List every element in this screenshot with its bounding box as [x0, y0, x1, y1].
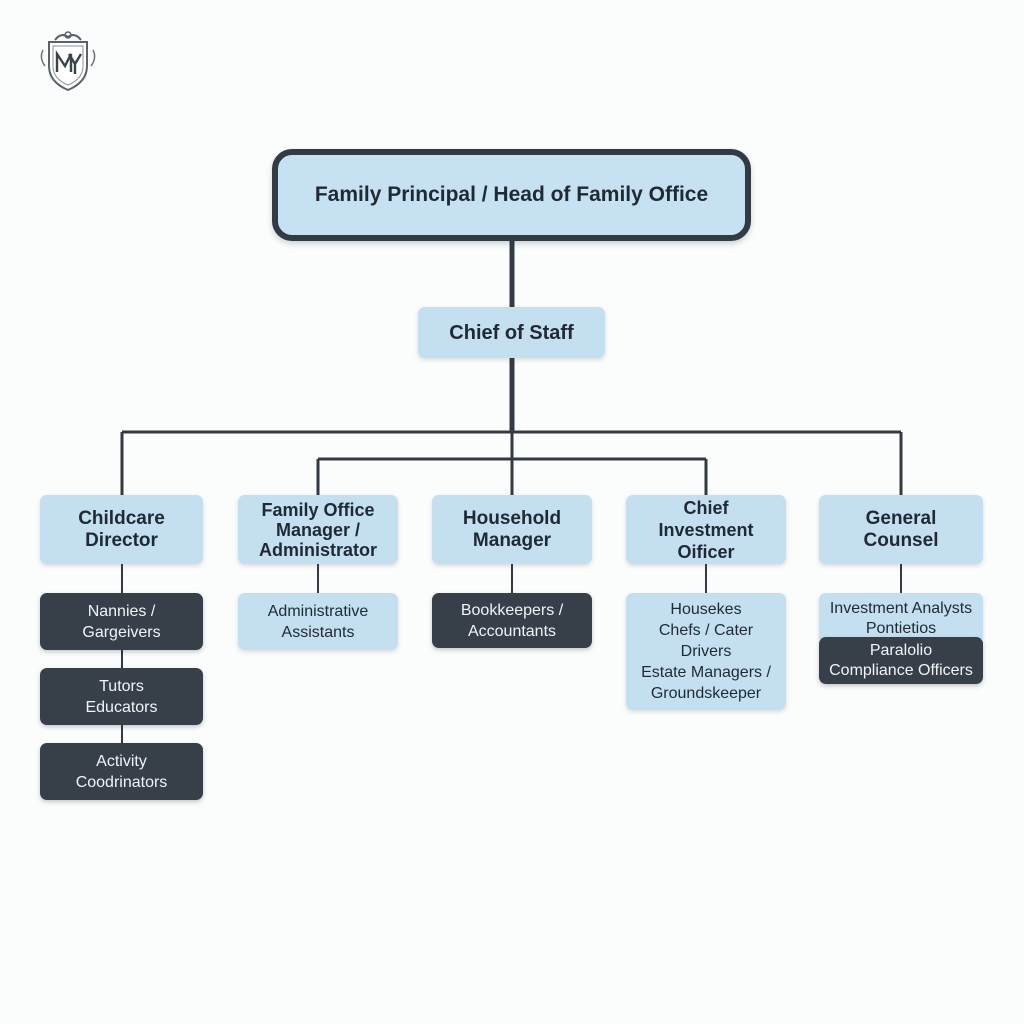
nannies-label-line1: Nannies / [87, 602, 156, 620]
household-staff-line3: Drivers [680, 643, 732, 660]
investment-analysts-label-line1: Investment Analysts [829, 600, 973, 617]
compliance-label-line1: Paralolio [869, 641, 933, 659]
admin-assistants-label-line1: Administrative [267, 602, 369, 620]
household-staff-node: Housekes Chefs / Cater Drivers Estate Ma… [626, 593, 786, 710]
admin-assistants-label-line2: Assistants [281, 623, 355, 641]
chief-of-staff-node: Chief of Staff [418, 307, 605, 358]
tutors-educators-node: Tutors Educators [40, 668, 203, 725]
family-principal-label: Family Principal / Head of Family Office [314, 183, 709, 206]
nannies-label-line2: Gargeivers [82, 623, 161, 641]
household-manager-label-line2: Manager [472, 529, 552, 551]
household-staff-line2: Chefs / Cater [658, 622, 754, 639]
childcare-director-label-line2: Director [85, 529, 158, 551]
tutors-label-line1: Tutors [99, 677, 144, 695]
household-staff-line5: Groundskeeper [650, 685, 762, 702]
family-office-manager-label-line2: Manager / [275, 519, 361, 540]
activity-label-line1: Activity [96, 752, 147, 770]
compliance-label-line2: Compliance Officers [829, 661, 973, 679]
family-principal-node: Family Principal / Head of Family Office [272, 149, 751, 241]
bookkeepers-label-line2: Accountants [467, 622, 557, 640]
family-office-manager-label-line1: Family Office [261, 499, 375, 520]
household-staff-line1: Housekes [670, 601, 742, 618]
nannies-caregivers-node: Nannies / Gargeivers [40, 593, 203, 650]
activity-coordinators-node: Activity Coodrinators [40, 743, 203, 800]
household-manager-label-line1: Household [462, 507, 562, 529]
chief-of-staff-label: Chief of Staff [449, 321, 574, 344]
cio-label-line3: Oificer [677, 541, 735, 562]
investment-analysts-node: Investment Analysts Pontietios [819, 593, 983, 639]
household-staff-line4: Estate Managers / [641, 664, 771, 681]
tutors-label-line2: Educators [85, 698, 158, 716]
childcare-director-node: Childcare Director [40, 495, 203, 564]
household-manager-node: Household Manager [432, 495, 592, 564]
general-counsel-node: General Counsel [819, 495, 983, 564]
cio-label-line2: Investment [658, 519, 754, 540]
monogram-crest-logo [40, 31, 96, 92]
investment-analysts-label-line2: Pontietios [865, 620, 937, 637]
bookkeepers-accountants-node: Bookkeepers / Accountants [432, 593, 592, 648]
general-counsel-label-line2: Counsel [863, 529, 939, 551]
activity-label-line2: Coodrinators [75, 773, 168, 791]
compliance-officers-node: Paralolio Compliance Officers [819, 637, 983, 684]
general-counsel-label-line1: General [865, 507, 937, 529]
administrative-assistants-node: Administrative Assistants [238, 593, 398, 650]
chief-investment-officer-node: Chief Investment Oificer [626, 495, 786, 564]
family-office-manager-label-line3: Administrator [258, 539, 377, 560]
bookkeepers-label-line1: Bookkeepers / [460, 601, 564, 619]
childcare-director-label-line1: Childcare [78, 507, 165, 529]
cio-label-line1: Chief [683, 497, 729, 518]
family-office-manager-node: Family Office Manager / Administrator [238, 495, 398, 564]
